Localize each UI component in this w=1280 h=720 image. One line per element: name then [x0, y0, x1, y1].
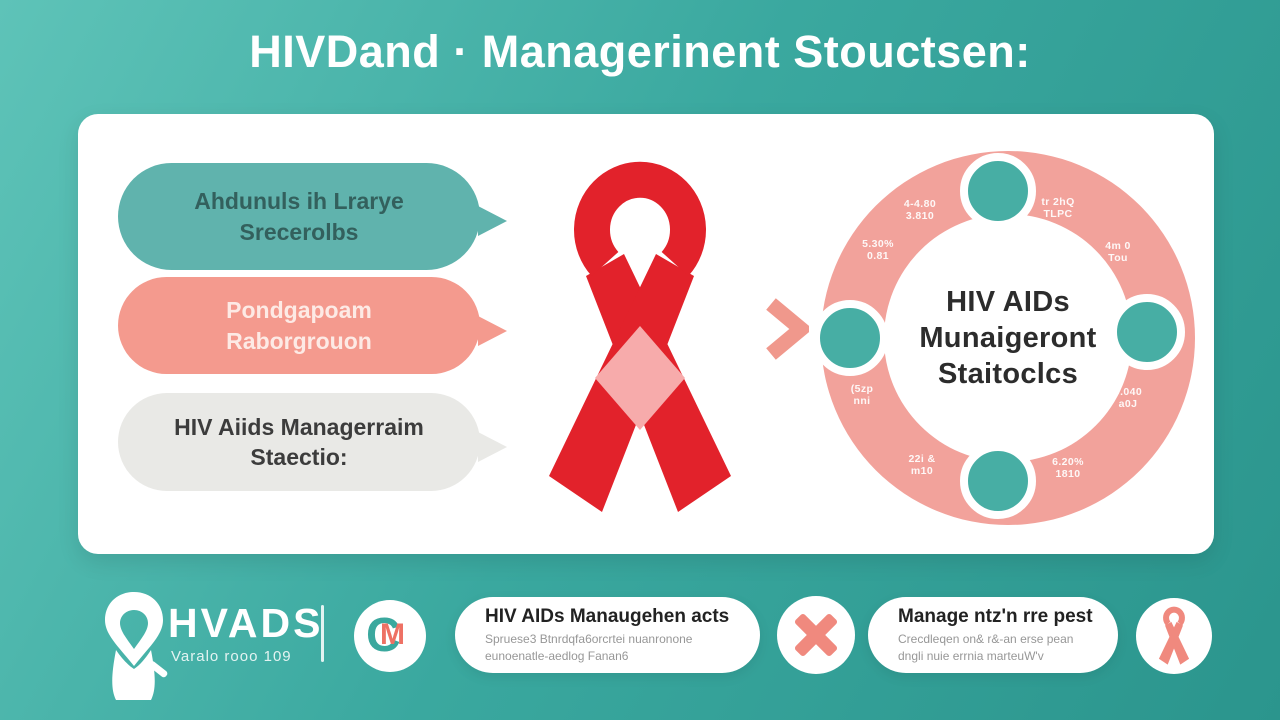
- bubble-line: Pondgapoam: [226, 297, 372, 324]
- footer-card-1: HIV AIDs Manaugehen acts Spruese3 Btnrdq…: [455, 597, 760, 673]
- footer-card-line: Crecdleqen on& r&-an erse pean: [898, 632, 1074, 647]
- bubble-line: Raborgrouon: [226, 327, 372, 354]
- cycle-inner-disc: [884, 214, 1132, 462]
- red-awareness-ribbon-icon: [549, 161, 731, 512]
- cycle-center-title: HIV AIDs Munaigeront Staitoclcs: [919, 285, 1097, 391]
- footer-divider: [321, 605, 324, 662]
- footer-card-line: eunoenatle-aedlog Fanan6: [485, 648, 629, 663]
- footer-card-title: Manage ntz'n rre pest: [898, 606, 1093, 628]
- page-title: HIVDand · Managerinent Stouctsen:: [249, 26, 1031, 77]
- footer-card-line: dngli nuie errnia marteuW'v: [898, 648, 1044, 663]
- cycle-segment-label: 6.20%1810: [1052, 455, 1084, 480]
- bubble-line: Srecerolbs: [239, 218, 359, 245]
- brand-name: HVADS: [168, 600, 324, 646]
- pink-ribbon-glyph: [1158, 606, 1190, 665]
- bubble-line: HIV Aiids Managerraim: [174, 413, 424, 440]
- cycle-segment-label: 22i &m10: [908, 452, 936, 477]
- cm-monogram-glyphs: C M: [354, 600, 426, 672]
- speech-bubble-gray: HIV Aiids Managerraim Staectio:: [118, 393, 507, 491]
- cm-monogram-icon: C M: [354, 600, 426, 672]
- bubble-line: Ahdunuls ih Lrarye: [194, 188, 404, 215]
- footer-card-title: HIV AIDs Manaugehen acts: [485, 606, 730, 628]
- cycle-node-top: [960, 153, 1036, 229]
- content-card: Ahdunuls ih Lrarye Srecerolbs Pondgapoam…: [78, 114, 1214, 554]
- cycle-segment-label: 5.30%0.81: [862, 237, 894, 262]
- chevron-right-icon: [766, 298, 809, 360]
- footer-card-2: Manage ntz'n rre pest Crecdleqen on& r&-…: [868, 597, 1118, 673]
- pink-awareness-ribbon-icon: [1136, 598, 1212, 674]
- x-cross-bars: [777, 596, 855, 674]
- speech-bubble-pink: Pondgapoam Raborgrouon: [118, 277, 507, 374]
- x-cross-icon: [777, 596, 855, 674]
- speech-bubble-teal: Ahdunuls ih Lrarye Srecerolbs: [118, 163, 507, 270]
- brand-tagline: Varalo rooo 109: [171, 648, 292, 665]
- monogram-c: C: [366, 609, 401, 662]
- person-with-ribbon-icon: [105, 592, 168, 700]
- cycle-node-right: [1109, 294, 1185, 370]
- footer-card-line: Spruese3 Btnrdqfa6orcrtei nuanronone: [485, 632, 693, 647]
- cycle-node-left: [812, 300, 888, 376]
- monogram-m: M: [380, 618, 405, 651]
- bubble-line: Staectio:: [250, 444, 348, 470]
- cycle-node-bottom: [960, 443, 1036, 519]
